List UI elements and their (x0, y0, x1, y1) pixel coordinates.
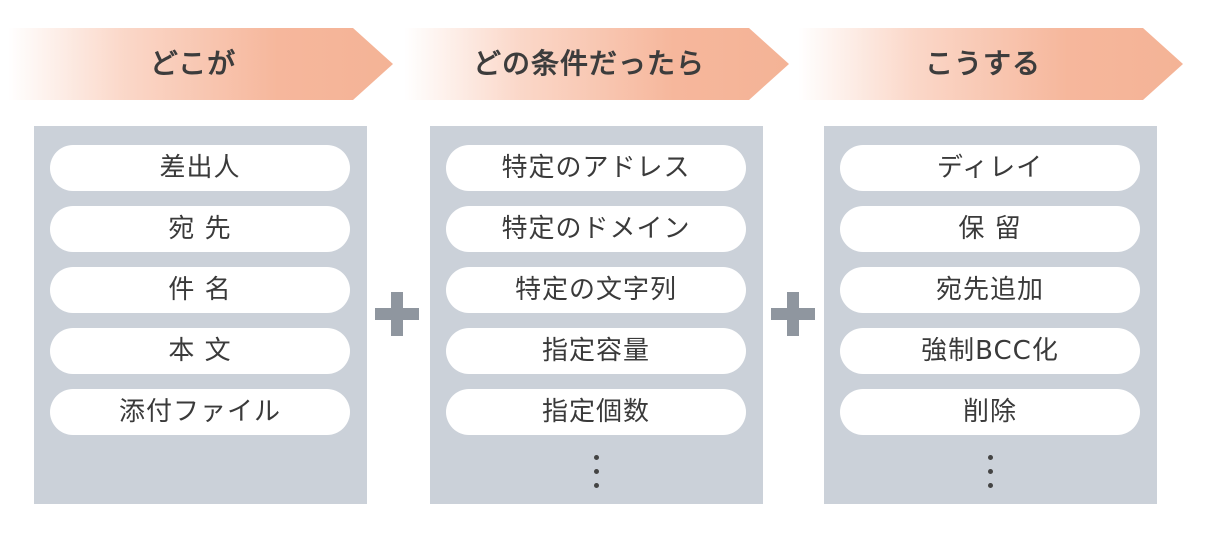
option-add-recipient: 宛先追加 (840, 267, 1140, 313)
header-label-where: どこが (149, 47, 237, 80)
option-hold: 保 留 (840, 206, 1140, 252)
option-specific-string: 特定の文字列 (446, 267, 746, 313)
options-panel-where: 差出人 宛 先 件 名 本 文 添付ファイル (34, 126, 367, 504)
header-arrow (404, 28, 789, 100)
option-delay: ディレイ (840, 145, 1140, 191)
option-sender: 差出人 (50, 145, 350, 191)
header-arrow (8, 28, 393, 100)
more-options-icon (983, 453, 997, 493)
header-arrow (798, 28, 1183, 100)
options-panel-condition: 特定のアドレス 特定のドメイン 特定の文字列 指定容量 指定個数 (430, 126, 763, 504)
header-label-action: こうする (924, 47, 1041, 80)
more-options-icon (589, 453, 603, 493)
option-specific-domain: 特定のドメイン (446, 206, 746, 252)
option-specific-address: 特定のアドレス (446, 145, 746, 191)
option-force-bcc: 強制BCC化 (840, 328, 1140, 374)
option-specified-size: 指定容量 (446, 328, 746, 374)
options-panel-action: ディレイ 保 留 宛先追加 強制BCC化 削除 (824, 126, 1157, 504)
option-body: 本 文 (50, 328, 350, 374)
option-specified-count: 指定個数 (446, 389, 746, 435)
option-recipient: 宛 先 (50, 206, 350, 252)
option-delete: 削除 (840, 389, 1140, 435)
option-subject: 件 名 (50, 267, 350, 313)
plus-icon (771, 292, 815, 336)
header-label-condition: どの条件だったら (472, 47, 705, 80)
option-attachment: 添付ファイル (50, 389, 350, 435)
plus-icon (375, 292, 419, 336)
